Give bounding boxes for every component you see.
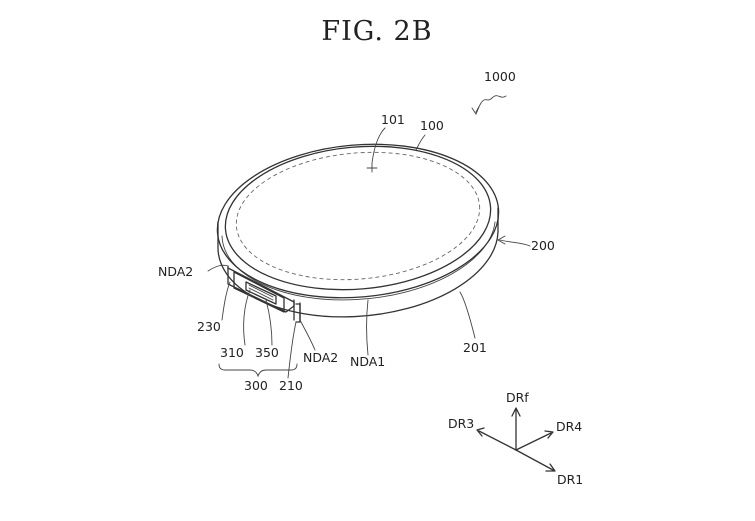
leader-210 — [287, 321, 297, 379]
direction-axes: DRf DR3 DR4 DR1 — [448, 390, 583, 487]
reference-labels: 1000 101 100 200 201 NDA2 230 310 350 ND… — [158, 69, 555, 393]
arrow-head-front-left — [476, 427, 485, 437]
label-dir-up: DRf — [506, 390, 529, 405]
wearable-device — [216, 143, 500, 323]
leader-200 — [499, 239, 531, 247]
label-dir-down-right: DR1 — [557, 472, 583, 487]
arrow-head-up — [511, 407, 521, 417]
figure-title: FIG. 2B — [321, 16, 432, 47]
label-101: 101 — [381, 112, 405, 127]
frame-top-rim — [216, 143, 500, 299]
label-350: 350 — [255, 345, 279, 360]
label-310: 310 — [220, 345, 244, 360]
frame-side-wall — [217, 207, 499, 318]
label-dir-back-right: DR4 — [556, 419, 582, 434]
leader-1000 — [475, 95, 507, 113]
leader-230 — [221, 281, 231, 321]
display-panel-edge — [224, 145, 492, 291]
label-1000: 1000 — [484, 69, 516, 84]
leader-100 — [415, 134, 426, 151]
axis-down-right — [515, 449, 554, 471]
module-face — [233, 271, 285, 313]
leader-310 — [243, 289, 251, 346]
label-201: 201 — [463, 340, 487, 355]
leader-nda1 — [366, 299, 369, 356]
arrow-head-200 — [497, 235, 506, 245]
arrow-head-back-right — [544, 430, 554, 439]
leader-350 — [265, 299, 273, 346]
leader-101 — [371, 127, 386, 164]
module-300 — [227, 265, 295, 313]
brace-300 — [218, 363, 298, 378]
leader-lines — [207, 95, 531, 379]
label-nda2-left: NDA2 — [158, 264, 193, 279]
label-230: 230 — [197, 319, 221, 334]
arrow-head-down-right — [545, 463, 556, 472]
label-nda2-bottom: NDA2 — [303, 350, 338, 365]
label-nda1: NDA1 — [350, 354, 385, 369]
label-300: 300 — [244, 378, 268, 393]
module-slot-inner — [248, 284, 274, 301]
module-housing — [227, 265, 295, 313]
label-100: 100 — [420, 118, 444, 133]
axis-front-left — [478, 430, 517, 451]
module-slot — [245, 281, 277, 305]
frame-flat-cut — [227, 267, 301, 322]
display-active-area — [235, 151, 481, 281]
leader-nda2-bottom — [299, 319, 316, 351]
leader-201 — [459, 291, 476, 339]
arrow-head-1000 — [471, 106, 480, 115]
label-210: 210 — [279, 378, 303, 393]
display-area-marker — [366, 162, 378, 173]
label-200: 200 — [531, 238, 555, 253]
part-210-tab — [295, 303, 301, 323]
label-dir-front-left: DR3 — [448, 416, 474, 431]
axis-back-right — [515, 432, 552, 451]
leader-nda2-left — [207, 264, 229, 272]
